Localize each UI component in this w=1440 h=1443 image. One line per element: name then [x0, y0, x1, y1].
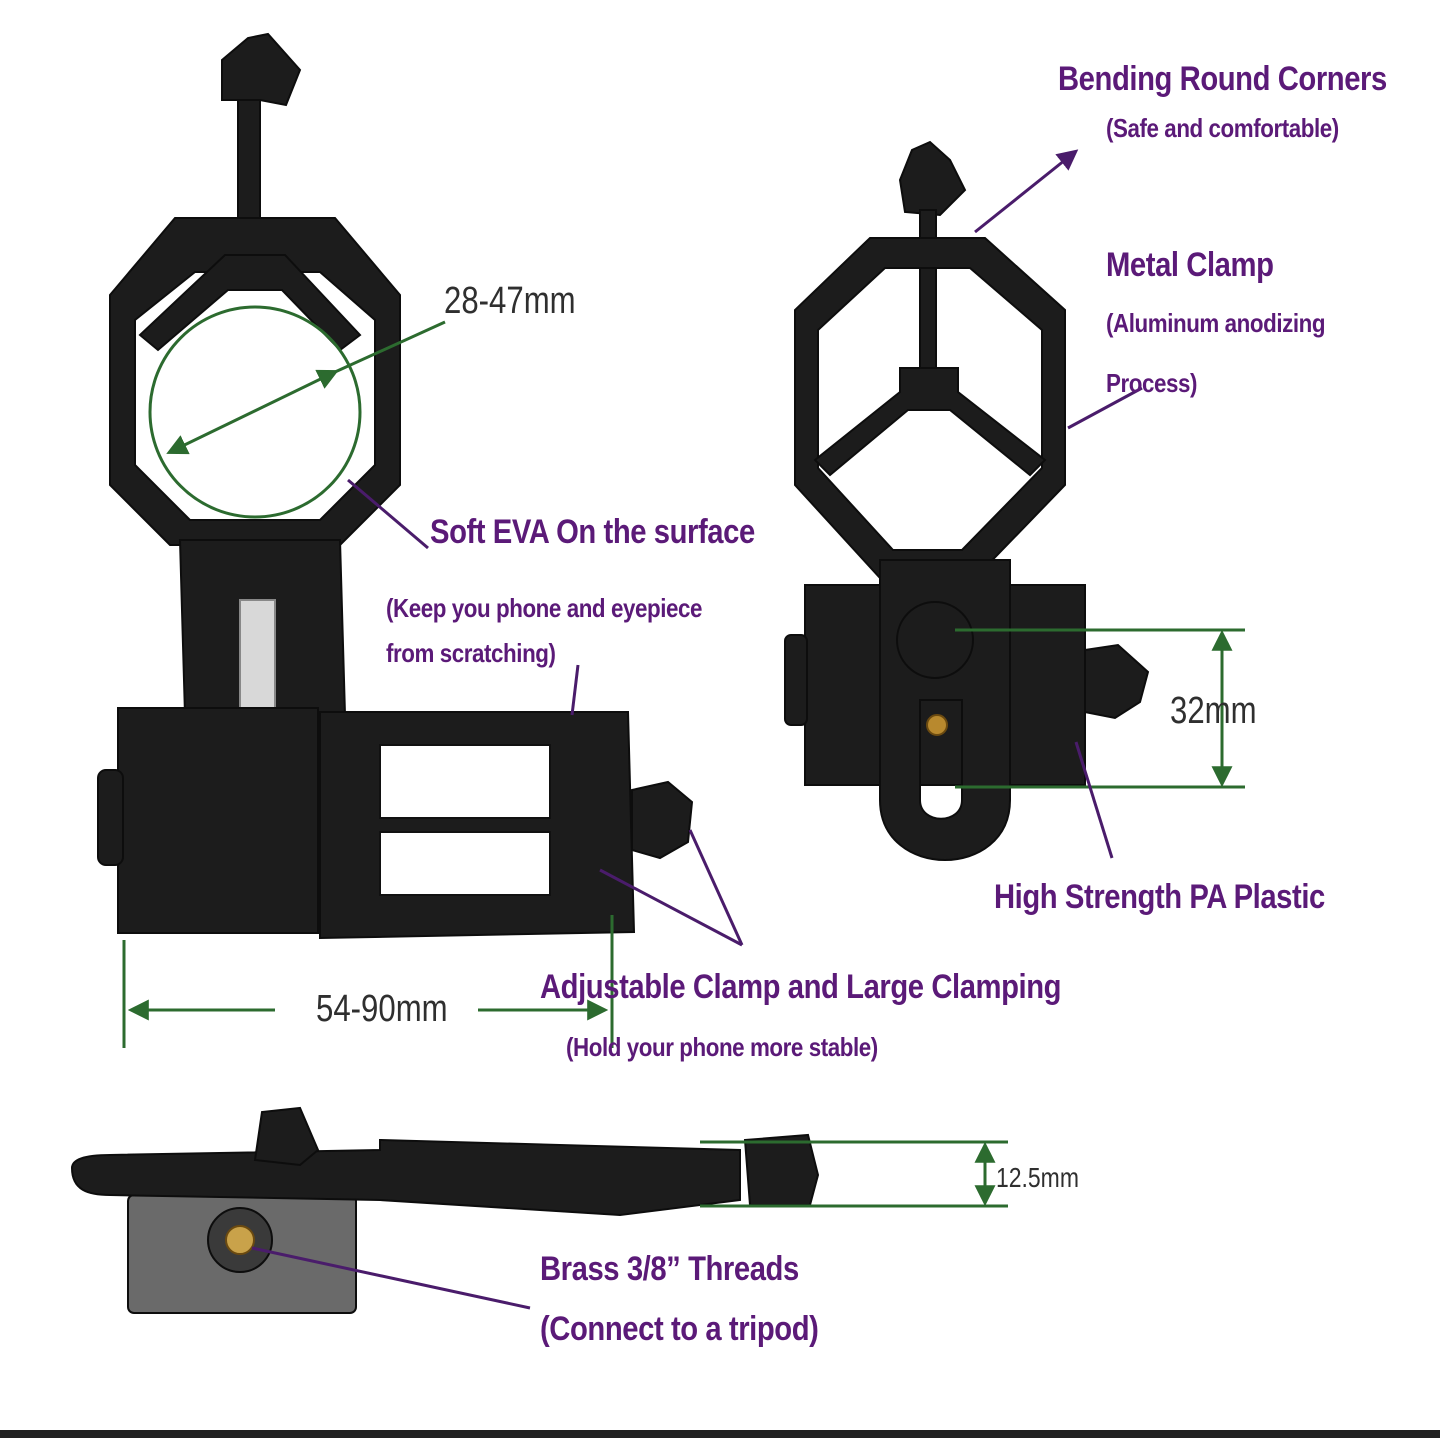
bottom-brass-thread	[225, 1225, 255, 1255]
right-y-clamp	[813, 367, 1047, 477]
bending-leader	[974, 149, 1079, 234]
bottom-arm	[70, 1138, 741, 1217]
label-adjust-sub: (Hold your phone more stable)	[566, 1032, 878, 1062]
right-mount	[784, 140, 1150, 861]
left-side-knob-right	[631, 780, 694, 860]
label-adjust-title: Adjustable Clamp and Large Clamping	[540, 968, 1062, 1006]
label-brass-sub: (Connect to a tripod)	[540, 1310, 819, 1348]
dim-thickness: 12.5mm	[996, 1162, 1079, 1193]
right-brass-insert	[926, 714, 948, 736]
right-side-knob-left	[784, 634, 808, 726]
eyepiece-arrow	[166, 369, 339, 455]
eva-leader	[347, 478, 429, 550]
dim-eyepiece: 28-47mm	[444, 280, 576, 322]
label-metal-sub2: Process)	[1106, 368, 1198, 398]
eyepiece-leader	[334, 320, 446, 374]
dimension-marks	[122, 305, 1245, 1208]
label-bending-sub: (Safe and comfortable)	[1106, 113, 1339, 143]
left-knob	[221, 32, 302, 107]
bottom-edge-bar	[0, 1430, 1440, 1438]
label-eva-sub2: from scratching)	[386, 638, 556, 668]
eyepiece-circle	[148, 305, 362, 519]
adjust-leader-2	[688, 829, 744, 946]
metal-leader	[1067, 386, 1143, 430]
label-bending-title: Bending Round Corners	[1058, 60, 1387, 98]
bottom-knob-right	[743, 1133, 820, 1206]
left-side-knob-left	[97, 769, 124, 866]
label-eva-sub1: (Keep you phone and eyepiece	[386, 593, 702, 623]
brass-leader	[251, 1246, 531, 1310]
adjust-leader-1	[599, 868, 743, 947]
pa-leader	[1074, 741, 1114, 859]
right-knob	[898, 140, 967, 217]
eva-leader-2	[570, 664, 580, 716]
bottom-knob-top	[253, 1106, 320, 1167]
bottom-mount	[70, 1106, 820, 1314]
left-screw	[237, 99, 261, 226]
right-screw	[919, 209, 937, 371]
label-metal-sub1: (Aluminum anodizing	[1106, 308, 1326, 338]
dim-width: 54-90mm	[316, 988, 448, 1030]
left-neck-slot	[239, 599, 276, 719]
left-mount	[97, 32, 694, 940]
label-brass-title: Brass 3/8” Threads	[540, 1250, 799, 1288]
right-arm-knob	[896, 601, 974, 679]
label-metal-title: Metal Clamp	[1106, 246, 1274, 284]
label-pa-title: High Strength PA Plastic	[994, 878, 1325, 916]
dim-height: 32mm	[1170, 690, 1257, 732]
label-eva-title: Soft EVA On the surface	[430, 513, 755, 551]
leader-lines	[251, 149, 1143, 1310]
right-side-knob-right	[1084, 643, 1150, 720]
left-clamp-body	[117, 707, 319, 934]
